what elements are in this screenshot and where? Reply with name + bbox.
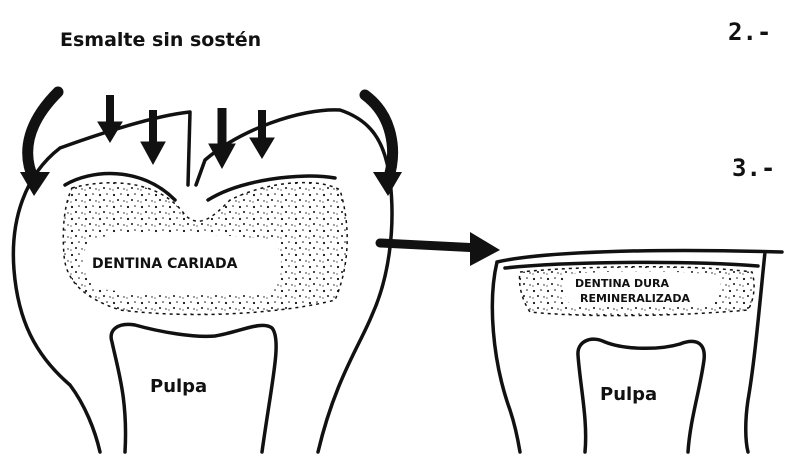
left-curved-arrow: [20, 92, 58, 196]
step-number-3: 3.-: [732, 154, 775, 182]
left-pulp-label: Pulpa: [150, 376, 207, 397]
right-dentin-label-line2: REMINERALIZADA: [580, 292, 690, 305]
force-arrow-3: [209, 108, 235, 168]
progression-arrow: [380, 232, 500, 266]
enamel-label: Esmalte sin sostén: [60, 29, 261, 51]
right-curved-arrow: [365, 95, 402, 196]
right-dentin-label-line1: DENTINA DURA: [575, 277, 670, 290]
force-arrow-4: [250, 110, 274, 158]
left-dentin-label: DENTINA CARIADA: [92, 256, 238, 272]
step-number-2: 2.-: [728, 18, 771, 46]
right-pulp-label: Pulpa: [600, 384, 657, 405]
